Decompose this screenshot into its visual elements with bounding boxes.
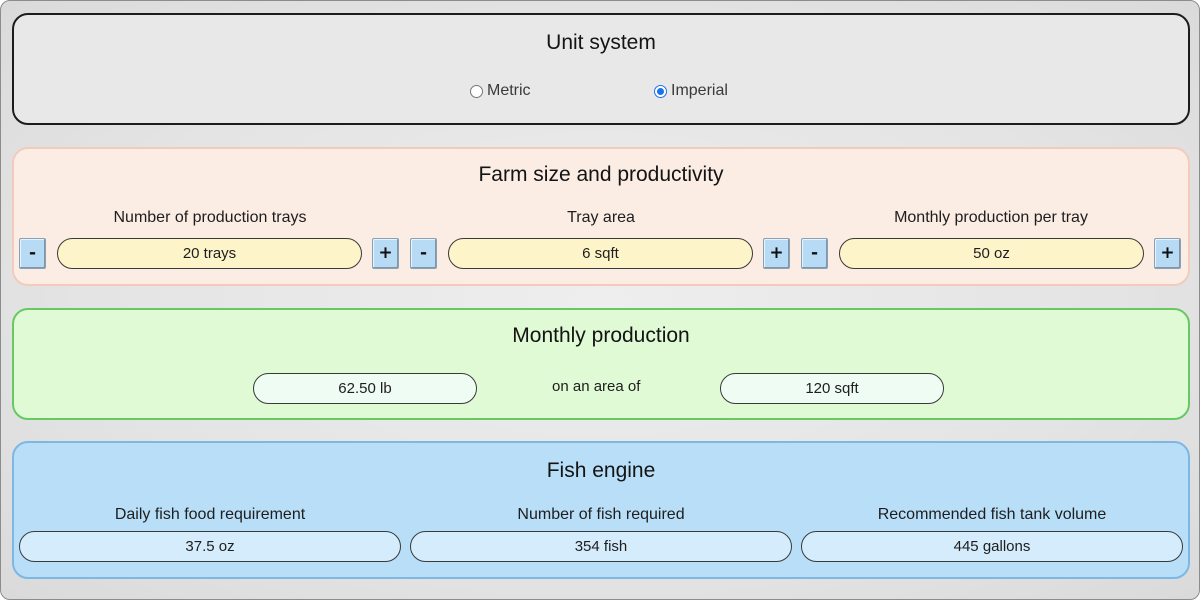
imperial-label: Imperial [671, 82, 728, 99]
trays-decrement-button[interactable]: - [19, 238, 46, 269]
imperial-radio[interactable] [654, 84, 667, 98]
tray-area-input[interactable]: 6 sqft [448, 238, 753, 269]
production-per-tray-label: Monthly production per tray [894, 209, 1088, 226]
metric-radio[interactable] [470, 84, 483, 98]
trays-increment-button[interactable]: + [372, 238, 399, 269]
fish-engine-title: Fish engine [546, 459, 656, 482]
trays-input[interactable]: 20 trays [57, 238, 362, 269]
unit-system-panel: Unit system Metric Imperial [12, 13, 1190, 125]
tank-volume-value: 445 gallons [801, 531, 1183, 562]
production-per-tray-decrement-button[interactable]: - [801, 238, 828, 269]
metric-label: Metric [487, 82, 531, 99]
monthly-production-panel: Monthly production 62.50 lb on an area o… [12, 308, 1190, 420]
trays-label: Number of production trays [113, 209, 307, 226]
fish-count-value: 354 fish [410, 531, 792, 562]
metric-radio-option[interactable]: Metric [470, 82, 531, 100]
farm-size-title: Farm size and productivity [478, 163, 724, 186]
unit-system-title: Unit system [546, 31, 656, 54]
farm-size-panel: Farm size and productivity Number of pro… [12, 147, 1190, 286]
monthly-area-value: 120 sqft [720, 373, 944, 404]
fish-engine-panel: Fish engine Daily fish food requirement … [12, 441, 1190, 579]
area-connector-text: on an area of [552, 378, 641, 395]
tank-volume-label: Recommended fish tank volume [877, 506, 1107, 523]
production-per-tray-input[interactable]: 50 oz [839, 238, 1144, 269]
fish-food-value: 37.5 oz [19, 531, 401, 562]
tray-area-decrement-button[interactable]: - [410, 238, 437, 269]
tray-area-increment-button[interactable]: + [763, 238, 790, 269]
monthly-production-value: 62.50 lb [253, 373, 477, 404]
production-per-tray-increment-button[interactable]: + [1154, 238, 1181, 269]
imperial-radio-option[interactable]: Imperial [654, 82, 728, 100]
tray-area-label: Tray area [567, 209, 635, 226]
monthly-production-title: Monthly production [512, 324, 690, 347]
fish-food-label: Daily fish food requirement [114, 506, 306, 523]
fish-count-label: Number of fish required [517, 506, 685, 523]
